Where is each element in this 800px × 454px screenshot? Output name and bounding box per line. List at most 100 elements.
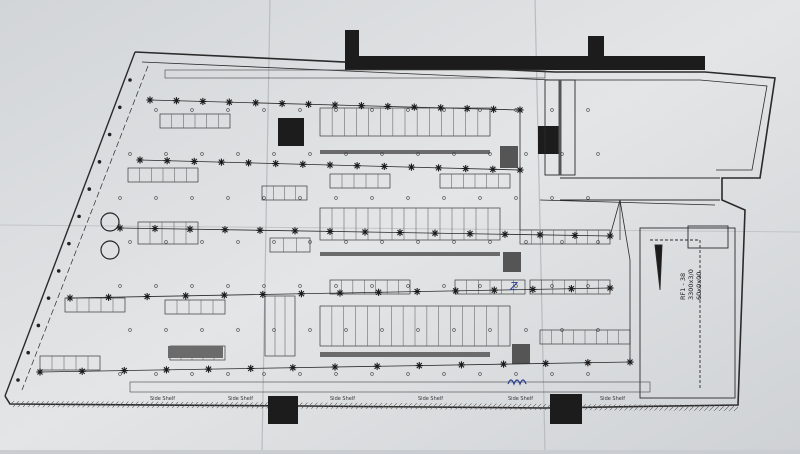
sprinkler-symbol	[442, 284, 446, 288]
perimeter-marker	[77, 214, 81, 219]
equipment-block	[512, 344, 530, 364]
sprinkler-symbol	[380, 240, 384, 244]
building-outline	[4, 51, 776, 411]
sprinkler-symbol	[226, 284, 230, 288]
sprinkler-symbol	[128, 240, 132, 244]
light-fixture-symbol	[501, 230, 509, 238]
counter-fixture	[320, 252, 500, 256]
sprinkler-symbol	[586, 108, 590, 112]
counter-fixture	[320, 352, 490, 357]
light-fixture-symbol	[190, 157, 198, 166]
sprinkler-symbol	[514, 108, 518, 112]
light-fixture-symbol	[331, 101, 339, 109]
sprinkler-symbol	[334, 284, 338, 288]
sprinkler-symbol	[452, 328, 456, 332]
column	[588, 36, 604, 66]
light-fixture-symbol	[431, 229, 439, 237]
light-fixture-symbol	[457, 361, 466, 369]
counter-fixture	[320, 150, 490, 154]
sprinkler-symbol	[550, 196, 554, 200]
light-fixture-symbol	[567, 285, 576, 293]
sprinkler-symbol	[308, 328, 312, 332]
sprinkler-symbol	[298, 284, 302, 288]
light-fixture-symbol	[407, 163, 416, 171]
light-fixture-symbol	[204, 365, 213, 373]
sprinkler-symbol	[488, 152, 492, 156]
sprinkler-symbol	[344, 328, 348, 332]
sprinkler-symbol	[334, 108, 338, 112]
paper-fold	[0, 224, 800, 233]
light-fixture-symbol	[380, 162, 388, 171]
light-fixture-symbol	[217, 158, 226, 166]
sprinkler-symbol	[344, 240, 348, 244]
light-fixture-symbol	[410, 103, 418, 111]
light-fixture-symbol	[606, 232, 614, 240]
light-fixture-symbol	[437, 104, 445, 112]
perimeter-marker	[128, 78, 132, 82]
fixture-layer	[39, 69, 651, 393]
perimeter-marker	[36, 323, 41, 328]
sprinkler-symbol	[596, 240, 600, 244]
perimeter-marker	[56, 269, 61, 273]
sprinkler-symbol	[118, 196, 122, 200]
light-fixture-symbol	[463, 104, 471, 113]
sprinkler-symbol	[596, 328, 600, 332]
sprinkler-symbol	[334, 372, 338, 376]
light-fixture-symbol	[291, 227, 299, 235]
light-fixture-symbol	[452, 287, 460, 295]
equipment-block	[500, 146, 518, 168]
light-fixture-symbol	[626, 358, 634, 366]
light-fixture-symbol	[331, 363, 339, 371]
sprinkler-symbol	[370, 284, 374, 288]
sprinkler-symbol	[236, 152, 240, 156]
sprinkler-symbol	[370, 372, 374, 376]
light-fixture-symbol	[584, 359, 592, 367]
sprinkler-symbol	[596, 152, 600, 156]
wiring-line	[539, 199, 716, 240]
light-fixture-symbol	[396, 228, 404, 237]
light-fixture-symbol	[374, 288, 383, 296]
sprinkler-symbol	[236, 240, 240, 244]
perimeter-marker	[87, 187, 92, 191]
light-fixture-symbol	[536, 231, 544, 239]
light-fixture-symbol	[221, 226, 229, 234]
sprinkler-symbol	[262, 372, 266, 376]
wall-beam	[345, 56, 705, 70]
light-fixture-symbol	[151, 224, 159, 233]
round-fixture	[100, 212, 120, 232]
sprinkler-symbol	[262, 108, 266, 112]
light-fixture-symbol	[186, 225, 194, 233]
sprinkler-symbol	[550, 108, 554, 112]
sprinkler-symbol	[128, 328, 132, 332]
sprinkler-symbol	[514, 372, 518, 376]
side-shelf-labels: Side Shelf Side Shelf Side Shelf Side Sh…	[150, 396, 625, 402]
sprinkler-symbol	[442, 108, 446, 112]
sprinkler-symbol	[164, 152, 168, 156]
handwritten-scribble	[507, 379, 527, 386]
sprinkler-symbol	[344, 152, 348, 156]
sprinkler-symbol	[586, 196, 590, 200]
light-fixture-symbol	[490, 286, 498, 294]
sprinkler-symbol	[524, 328, 528, 332]
light-fixture-symbol	[571, 231, 579, 240]
sprinkler-symbol	[164, 240, 168, 244]
light-fixture-symbol	[259, 290, 267, 299]
sprinkler-symbol	[524, 240, 528, 244]
light-fixture-symbol	[357, 102, 366, 110]
light-fixture-symbol	[199, 97, 207, 106]
light-fixture-symbol	[289, 364, 297, 372]
light-fixture-symbol	[304, 100, 313, 108]
sprinkler-symbol	[262, 284, 266, 288]
wall-shelf	[164, 69, 546, 79]
wall-shelf	[129, 381, 651, 393]
sprinkler-symbol	[380, 152, 384, 156]
sprinkler-symbol	[154, 196, 158, 200]
room-label-line: 60x0x00	[695, 272, 703, 300]
perimeter-marker	[26, 350, 30, 355]
sprinkler-symbol	[478, 108, 482, 112]
sprinkler-symbol	[406, 196, 410, 200]
light-fixture-symbol	[462, 164, 470, 173]
sprinkler-symbol	[334, 196, 338, 200]
sprinkler-symbol	[416, 152, 420, 156]
counter-fixture	[168, 346, 223, 358]
